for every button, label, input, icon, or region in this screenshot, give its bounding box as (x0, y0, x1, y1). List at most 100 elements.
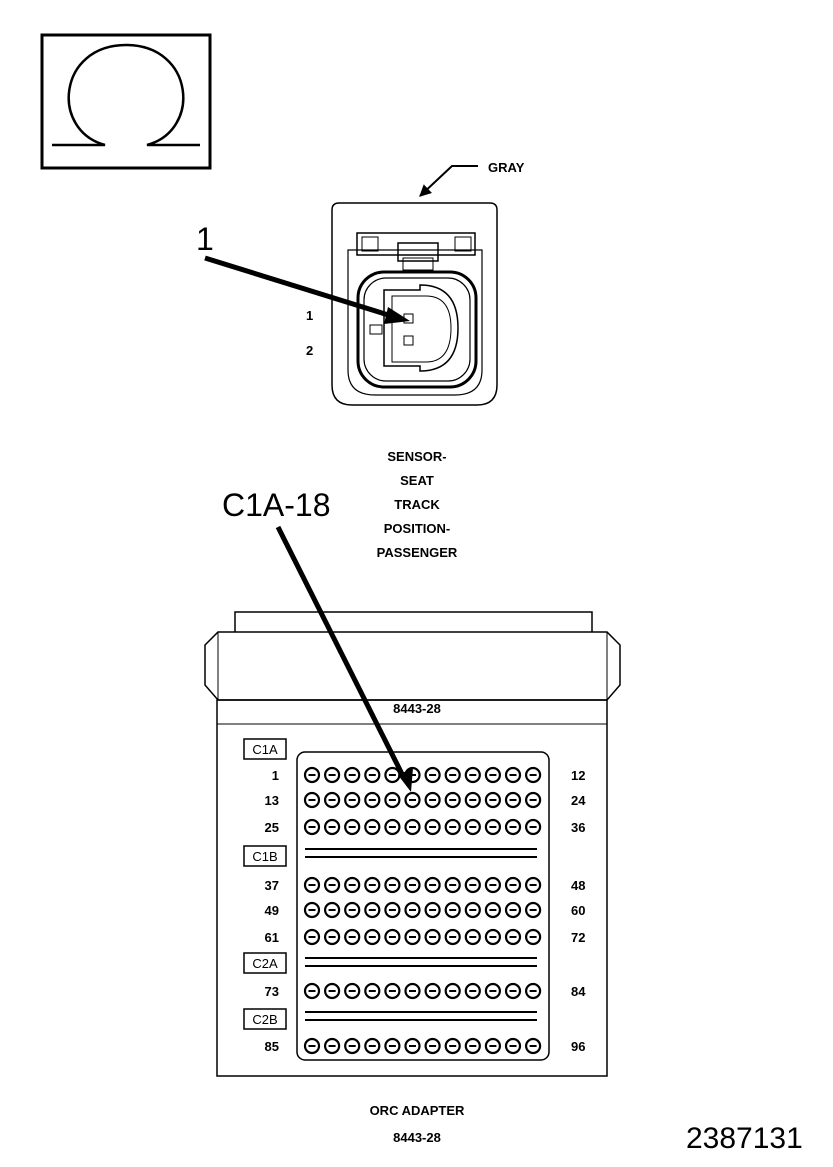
pin-socket (504, 901, 522, 919)
pin-socket (303, 818, 321, 836)
pin-socket (404, 876, 421, 894)
pin-socket (384, 791, 401, 809)
pin-socket (303, 876, 321, 894)
pin-socket (344, 876, 361, 894)
pin-socket (344, 901, 361, 919)
pin-socket (504, 818, 522, 836)
pin-socket (524, 901, 542, 919)
section-box (243, 1008, 287, 1030)
pin-socket (303, 766, 321, 784)
pin-socket (404, 928, 421, 946)
row-end-number: 36 (571, 820, 585, 835)
pin-socket (524, 928, 542, 946)
section-label: C2B (252, 1012, 277, 1027)
row-end-number: 96 (571, 1039, 585, 1054)
pin-socket (404, 818, 421, 836)
pin-socket (444, 928, 461, 946)
pin-socket (364, 1037, 381, 1055)
pin-socket (384, 928, 401, 946)
pin-socket (384, 876, 401, 894)
pin-socket (484, 901, 501, 919)
pin-socket (364, 901, 381, 919)
row-start-number: 85 (265, 1039, 279, 1054)
pin-socket (464, 1037, 481, 1055)
section-label: C1B (252, 849, 277, 864)
pin-socket (344, 818, 361, 836)
pin-socket (404, 982, 421, 1000)
pin-socket (444, 818, 461, 836)
adapter-footer-title: ORC ADAPTER (370, 1103, 465, 1118)
pin-socket (444, 766, 461, 784)
pin-socket (424, 1037, 441, 1055)
row-end-number: 48 (571, 878, 585, 893)
pin-socket (303, 1037, 321, 1055)
pin-socket (384, 901, 401, 919)
pin-socket (484, 928, 501, 946)
pin-socket (424, 876, 441, 894)
adapter-footer: ORC ADAPTER 8443-28 (370, 1103, 465, 1145)
pin-socket (364, 818, 381, 836)
pin-socket (364, 982, 381, 1000)
row-separators (305, 848, 537, 1021)
pin-socket (444, 791, 461, 809)
pin-socket (384, 818, 401, 836)
pin-socket (464, 791, 481, 809)
pin-socket (384, 1037, 401, 1055)
row-end-number: 60 (571, 903, 585, 918)
pin-socket (524, 982, 542, 1000)
sensor-connector: 1 2 (306, 202, 498, 406)
pin-socket (464, 982, 481, 1000)
pin-socket (444, 1037, 461, 1055)
row-end-number: 72 (571, 930, 585, 945)
pin-socket (484, 766, 501, 784)
pin-socket (524, 766, 542, 784)
pin-socket (324, 766, 341, 784)
pin-socket (404, 901, 421, 919)
connector-title: SENSOR- SEAT TRACK POSITION- PASSENGER (377, 449, 458, 560)
pin-socket (484, 982, 501, 1000)
pin-socket (424, 818, 441, 836)
pin-socket (464, 876, 481, 894)
pin-callout: 1 (196, 221, 410, 324)
pin-rows (303, 766, 542, 1055)
row-start-number: 61 (265, 930, 279, 945)
pin-socket (303, 982, 321, 1000)
pin-socket (524, 791, 542, 809)
pin-socket (424, 766, 441, 784)
pin-socket (324, 1037, 341, 1055)
pin-socket (504, 791, 522, 809)
row-end-number: 84 (571, 984, 586, 999)
callout-number: 1 (196, 221, 214, 257)
pin-socket (324, 876, 341, 894)
connector-title-line: POSITION- (384, 521, 450, 536)
row-start-number: 49 (265, 903, 279, 918)
probe-callout-label: C1A-18 (222, 487, 331, 523)
pin-socket (464, 766, 481, 784)
pin-socket (524, 1037, 542, 1055)
pin-socket (404, 791, 421, 809)
pin-socket (344, 766, 361, 784)
pin-socket (303, 791, 321, 809)
section-box (243, 952, 287, 974)
pin-socket (504, 982, 522, 1000)
pin-socket (504, 1037, 522, 1055)
pin-socket (484, 818, 501, 836)
pin-socket (364, 876, 381, 894)
pin-socket (444, 901, 461, 919)
pin-socket (424, 928, 441, 946)
pin-socket (484, 1037, 501, 1055)
row-start-number: 37 (265, 878, 279, 893)
pin-socket (524, 818, 542, 836)
pin-socket (324, 818, 341, 836)
section-label: C2A (252, 956, 278, 971)
figure-id: 2387131 (686, 1122, 803, 1155)
pin-socket (484, 791, 501, 809)
pin-socket (424, 791, 441, 809)
color-label: GRAY (488, 160, 525, 175)
color-callout: GRAY (419, 160, 525, 197)
pin-socket (384, 982, 401, 1000)
pin-socket (364, 791, 381, 809)
